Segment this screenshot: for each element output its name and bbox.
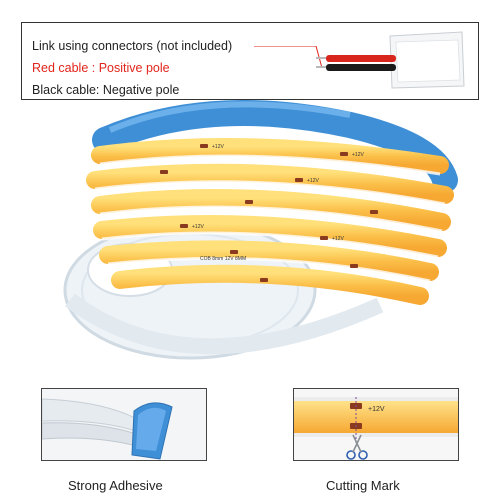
cutting-image: +12V: [294, 389, 458, 460]
strip-voltage-label: +12V: [368, 406, 385, 413]
led-strip-coil-image: +12V +12V +12V +12V +12V COB 8mm 12V 8MM: [63, 100, 458, 360]
strip-voltage-label: +12V: [192, 224, 204, 230]
cutting-inset: +12V: [293, 388, 459, 461]
strip-voltage-label: +12V: [307, 178, 319, 184]
info-box: Link using connectors (not included) Red…: [21, 22, 479, 100]
scissors-icon: [346, 434, 368, 460]
red-cable-note: Red cable : Positive pole: [32, 61, 170, 75]
strip-print-label: COB 8mm 12V 8MM: [200, 256, 246, 262]
adhesive-caption: Strong Adhesive: [68, 478, 163, 493]
strip-voltage-label: +12V: [352, 152, 364, 158]
cable-icon: [316, 31, 465, 89]
strip-voltage-label: +12V: [332, 236, 344, 242]
cutting-caption: Cutting Mark: [326, 478, 400, 493]
adhesive-image: [42, 389, 206, 460]
connector-note: Link using connectors (not included): [32, 39, 233, 53]
adhesive-inset: [41, 388, 207, 461]
strip-voltage-label: +12V: [212, 144, 224, 150]
leader-line: [254, 46, 323, 69]
black-cable-note: Black cable: Negative pole: [32, 83, 180, 97]
